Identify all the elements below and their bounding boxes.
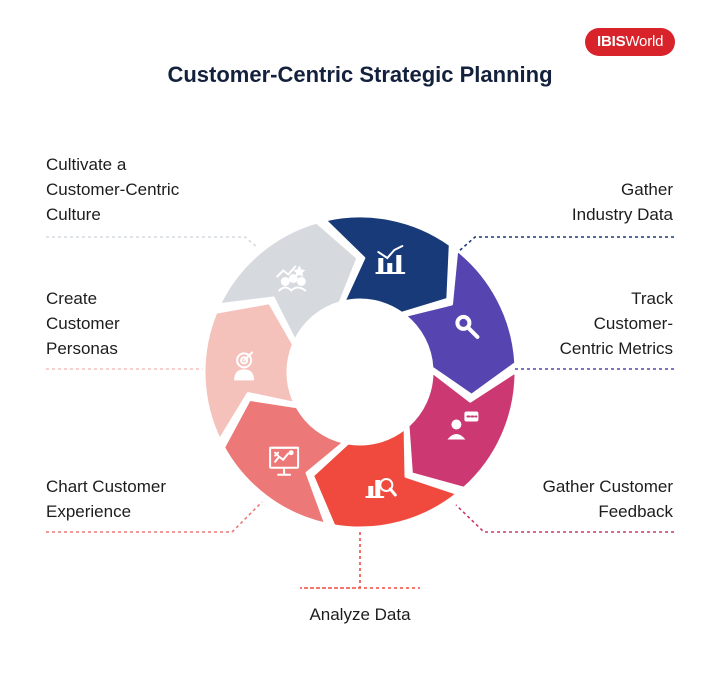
persona-target-icon xyxy=(234,351,255,381)
connectors xyxy=(46,236,674,589)
magnifier-icon xyxy=(455,314,480,339)
cycle-segment-4 xyxy=(406,369,518,490)
analysis-icon xyxy=(365,478,397,498)
ibisworld-logo: IBISWorld xyxy=(585,28,676,56)
bar-chart-icon xyxy=(375,245,406,274)
label-analyze-data: Analyze Data xyxy=(309,605,411,624)
diagram-title: Customer-Centric Strategic Planning xyxy=(167,62,553,87)
connector-gather-industry-data xyxy=(457,236,674,253)
connector-chart-experience xyxy=(46,501,263,533)
cycle-segment-5 xyxy=(311,426,460,530)
feedback-icon xyxy=(447,411,479,440)
ranking-icon xyxy=(276,265,307,292)
presentation-board-icon xyxy=(269,446,300,476)
cycle-segment-6 xyxy=(222,397,346,526)
connector-analyze-data xyxy=(300,532,420,589)
cycle-ring xyxy=(202,214,518,530)
step-icons xyxy=(234,245,480,498)
connector-cultivate-culture xyxy=(46,236,259,249)
